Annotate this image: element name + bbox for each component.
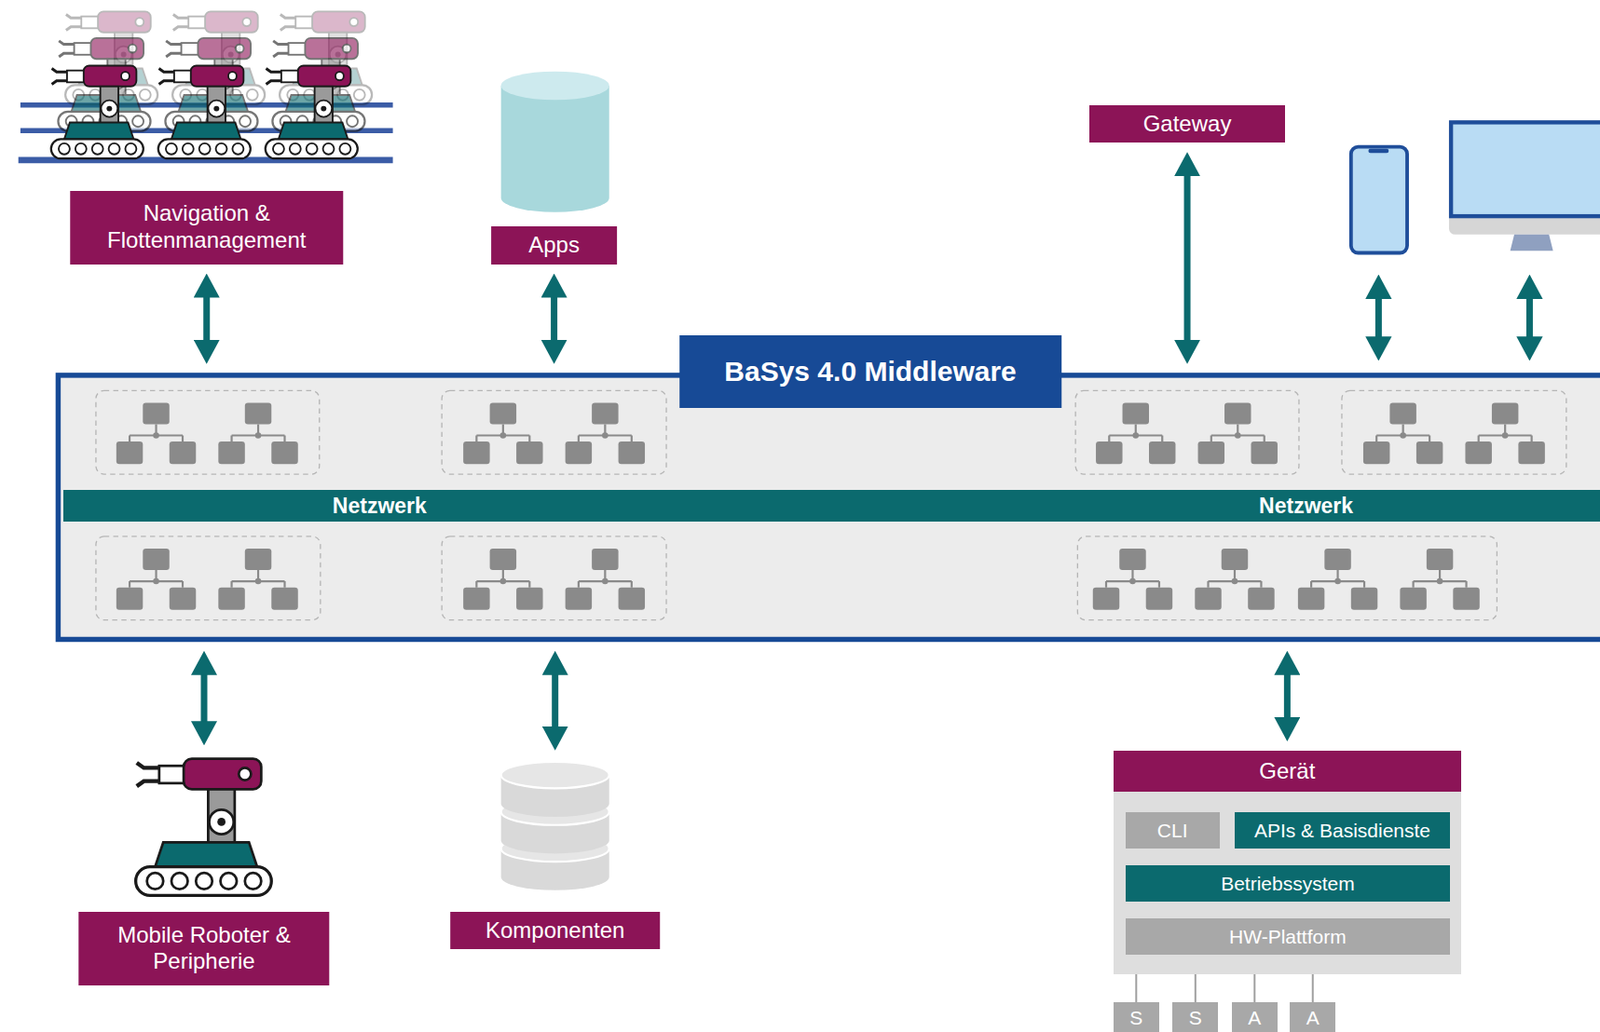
- gateway-box: Gateway: [1089, 105, 1285, 144]
- box-label: Gateway: [1143, 111, 1232, 137]
- box-label: A: [1306, 1007, 1320, 1029]
- service-group: [1341, 390, 1567, 475]
- service-group: [95, 536, 321, 621]
- service-group: [441, 536, 667, 621]
- phone-arrow: [1375, 287, 1382, 349]
- database-cylinder: [501, 85, 610, 213]
- service-icon: [565, 402, 645, 465]
- phone-icon: [1351, 147, 1408, 254]
- service-icon: [1464, 402, 1545, 465]
- double-arrow: [201, 664, 208, 734]
- components-node: Komponenten: [450, 760, 661, 951]
- box-label: A: [1247, 1007, 1261, 1029]
- io-wire: [1194, 974, 1197, 1004]
- service-icon: [1399, 548, 1479, 611]
- box-label: Betriebssystem: [1220, 873, 1355, 895]
- box-label: S: [1129, 1007, 1143, 1029]
- double-arrow: [1284, 664, 1291, 729]
- database-top: [501, 71, 610, 101]
- device-box: CLI APIs & BasisdiensteBetriebssystemHW-P…: [1113, 751, 1462, 975]
- service-group: [1075, 390, 1300, 475]
- device-title: Gerät: [1113, 751, 1462, 793]
- os-box: Betriebssystem: [1125, 865, 1450, 903]
- service-icon: [565, 548, 645, 611]
- service-group: [1077, 536, 1497, 621]
- middleware-title: BaSys 4.0 Middleware: [679, 335, 1062, 409]
- sensor-box: S: [1113, 1002, 1160, 1032]
- node-label: Apps: [491, 226, 618, 265]
- mobile-robot: [136, 759, 273, 897]
- monitor-frame: [1449, 120, 1600, 235]
- network-label: Netzwerk: [332, 492, 427, 519]
- io-wire: [1312, 974, 1314, 1004]
- service-icon: [1298, 548, 1378, 611]
- fleet-robot: [158, 65, 251, 159]
- service-icon: [463, 548, 543, 611]
- service-icon: [1363, 402, 1443, 465]
- apps-node: Apps: [491, 71, 618, 265]
- service-icon: [1198, 402, 1278, 465]
- service-icon: [1194, 548, 1274, 611]
- api-box: APIs & Basisdienste: [1234, 812, 1450, 849]
- middleware-panel: NetzwerkNetzwerkBaSys 4.0 Middleware: [55, 373, 1600, 643]
- component-disc-top: [501, 762, 610, 789]
- service-icon: [1095, 402, 1176, 465]
- box-label: CLI: [1157, 820, 1189, 842]
- fleet-robot: [265, 65, 358, 159]
- monitor-screen: [1450, 122, 1600, 217]
- service-icon: [463, 402, 543, 465]
- box-label: APIs & Basisdienste: [1254, 820, 1431, 842]
- service-icon: [116, 548, 196, 611]
- sensor-box: S: [1172, 1002, 1218, 1032]
- actuator-box: A: [1231, 1002, 1278, 1032]
- fleet-management-node: Navigation & Flottenmanagement: [20, 14, 394, 264]
- network-label: Netzwerk: [1258, 492, 1354, 519]
- cli-box: CLI: [1125, 812, 1220, 849]
- middleware-frame: [57, 375, 1600, 641]
- hw-platform-box: HW-Plattform: [1125, 918, 1450, 956]
- node-label: Mobile Roboter & Peripherie: [78, 912, 329, 986]
- service-icon: [218, 402, 298, 465]
- double-arrow: [551, 664, 559, 739]
- mobile-robot-node: Mobile Roboter & Peripherie: [78, 754, 329, 985]
- node-label: Navigation & Flottenmanagement: [69, 191, 343, 265]
- actuator-box: A: [1289, 1002, 1336, 1032]
- service-icon: [218, 548, 298, 611]
- double-arrow: [550, 287, 558, 352]
- service-group: [441, 390, 667, 475]
- network-band: Netzwerk Netzwerk: [63, 490, 1600, 522]
- double-arrow: [1184, 164, 1191, 351]
- monitor-arrow: [1526, 287, 1533, 349]
- box-label: S: [1189, 1007, 1203, 1029]
- phone-notch: [1367, 149, 1389, 153]
- service-icon: [116, 402, 196, 465]
- double-arrow: [203, 287, 210, 352]
- monitor-stand: [1510, 234, 1554, 252]
- service-group: [95, 390, 320, 475]
- box-label: HW-Plattform: [1229, 926, 1347, 948]
- node-label: Komponenten: [450, 912, 661, 951]
- fleet-robot: [51, 65, 144, 159]
- service-icon: [1093, 548, 1173, 611]
- io-wire: [1253, 974, 1256, 1004]
- io-wire: [1135, 974, 1137, 1004]
